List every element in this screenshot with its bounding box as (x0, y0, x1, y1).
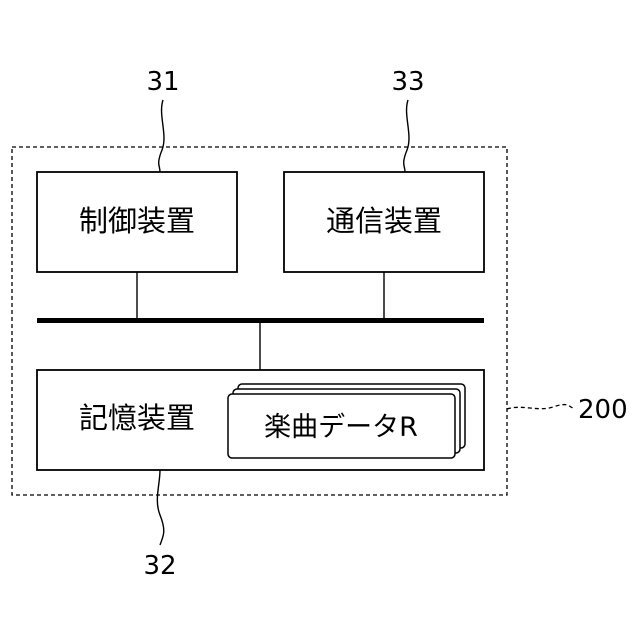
control-device-label: 制御装置 (79, 204, 195, 238)
storage-ref-leader (157, 470, 163, 545)
music-data-label: 楽曲データR (264, 412, 418, 443)
storage-ref-label: 32 (143, 551, 176, 581)
communication-ref-label: 33 (391, 67, 424, 97)
communication-device-label: 通信装置 (326, 204, 442, 238)
system-ref-label: 200 (578, 395, 628, 425)
control-ref-label: 31 (146, 67, 179, 97)
storage-device-label: 記憶装置 (79, 401, 195, 435)
system-bus (37, 318, 484, 323)
communication-ref-leader (404, 100, 409, 172)
control-ref-leader (159, 100, 164, 172)
system-ref-leader (507, 405, 573, 409)
